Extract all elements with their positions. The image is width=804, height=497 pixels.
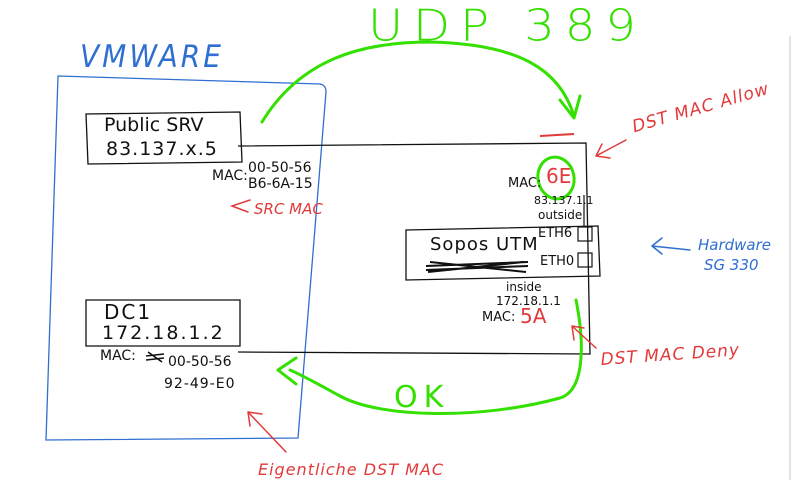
outside-mac-prefix: MAC: <box>508 176 542 191</box>
ok-arrowhead <box>276 356 298 386</box>
dc1-mac-prefix: MAC: <box>100 348 136 364</box>
utm-name: Sopos UTM <box>430 234 539 255</box>
eth6-label: ETH6 <box>538 226 573 241</box>
inside-label: inside <box>506 280 542 294</box>
deny-arrow <box>571 325 597 349</box>
red-dash <box>539 133 575 137</box>
vmware-label: VMWARE <box>80 38 224 75</box>
inside-ip: 172.18.1.1 <box>496 294 561 308</box>
eth0-label: ETH0 <box>540 254 575 269</box>
outside-label: outside <box>538 208 583 222</box>
udp-title: UDP 389 <box>368 0 646 52</box>
ok-label: OK <box>394 380 450 415</box>
src-mac-arrow <box>229 199 251 213</box>
udp-arrowhead <box>558 94 582 120</box>
outside-ip: 83.137.1.1 <box>534 194 594 207</box>
vmware-box <box>45 75 327 441</box>
utm-box <box>405 225 601 281</box>
public-mac-line1: 00-50-56 <box>248 160 312 176</box>
dc1-box <box>85 299 241 347</box>
ok-arc <box>288 298 583 415</box>
public-srv-box <box>85 111 243 165</box>
public-srv-name: Public SRV <box>104 114 204 136</box>
dc1-ip: 172.18.1.2 <box>102 322 225 344</box>
eigentliche-label: Eigentliche DST MAC <box>258 460 444 479</box>
hardware-label-line2: SG 330 <box>704 256 759 274</box>
inside-mac-prefix: MAC: <box>482 310 516 325</box>
dc1-mac-line1: 00-50-56 <box>168 354 232 370</box>
network-box <box>237 142 591 355</box>
dc1-mac-line2: 92-49-E0 <box>164 376 236 392</box>
public-mac-prefix: MAC: <box>212 168 248 184</box>
hardware-label-line1: Hardware <box>698 236 772 254</box>
eth6-port <box>577 226 593 242</box>
mac-6e-circle <box>536 155 576 201</box>
dc1-name: DC1 <box>104 300 153 324</box>
eigentliche-arrow <box>247 411 287 453</box>
eth0-port <box>577 252 593 268</box>
public-srv-ip: 83.137.x.5 <box>106 138 218 160</box>
hardware-arrow <box>651 237 691 255</box>
udp-arc <box>260 40 576 124</box>
allow-arrow <box>595 139 627 159</box>
public-mac-line2: B6-6A-15 <box>248 176 313 192</box>
inside-mac-value: 5A <box>520 304 547 328</box>
scribble <box>425 261 529 273</box>
scribble-mac <box>145 351 165 363</box>
src-mac-label: SRC MAC <box>254 200 323 218</box>
outside-mac-value: 6E <box>546 164 572 188</box>
